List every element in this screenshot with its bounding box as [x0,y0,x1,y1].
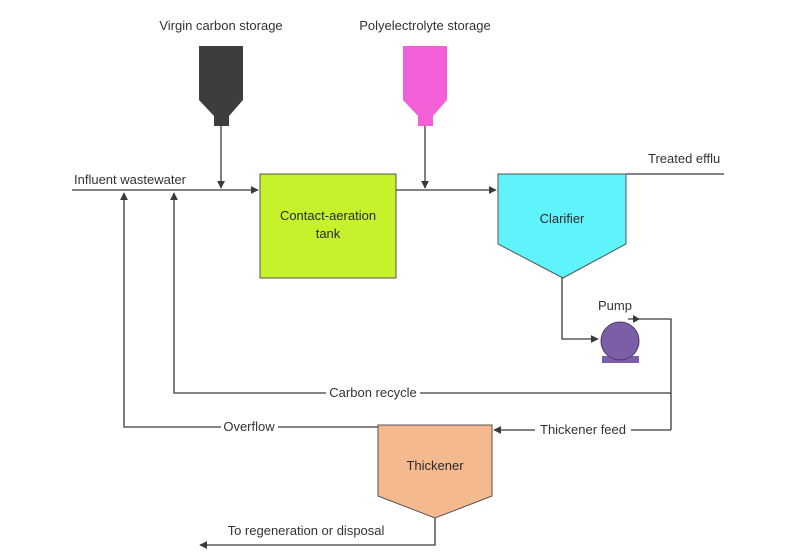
overflow-line [120,192,378,428]
thickener-vessel [377,424,493,519]
regeneration-disposal-label: To regeneration or disposal [228,523,385,538]
contact-aeration-tank-label-line1: Contact-aeration [280,208,376,223]
overflow-label: Overflow [223,419,275,434]
pump [600,321,640,363]
pump-body [600,321,640,361]
overflow-label-mask [221,419,278,436]
thickener-feed-label: Thickener feed [540,422,626,437]
clarifier-vessel [497,173,627,279]
carbon-recycle-label: Carbon recycle [329,385,416,400]
thickener-label: Thickener [406,458,464,473]
clarifier-label: Clarifier [540,211,585,226]
clarifier-to-pump-line [561,278,599,343]
carbon-recycle-label-mask [326,384,420,401]
influent-wastewater-label: Influent wastewater [74,172,187,187]
polyelectrolyte-hopper [403,46,447,126]
polyelectrolyte-storage-label: Polyelectrolyte storage [359,18,491,33]
thickener-feed-label-mask [535,421,631,438]
contact-aeration-tank-label-line2: tank [316,226,341,241]
virgin-carbon-hopper [199,46,243,126]
treated-effluent-label: Treated efflu [648,151,720,166]
virgin-carbon-storage-label: Virgin carbon storage [159,18,282,33]
regeneration-disposal-line [199,518,436,549]
pump-label: Pump [598,298,632,313]
regeneration-label-mask [219,520,394,540]
contact-aeration-tank [259,173,397,279]
carbon-recycle-line [170,192,671,394]
flow-lines [72,126,724,549]
pump-discharge-arrow-icon [633,315,640,323]
